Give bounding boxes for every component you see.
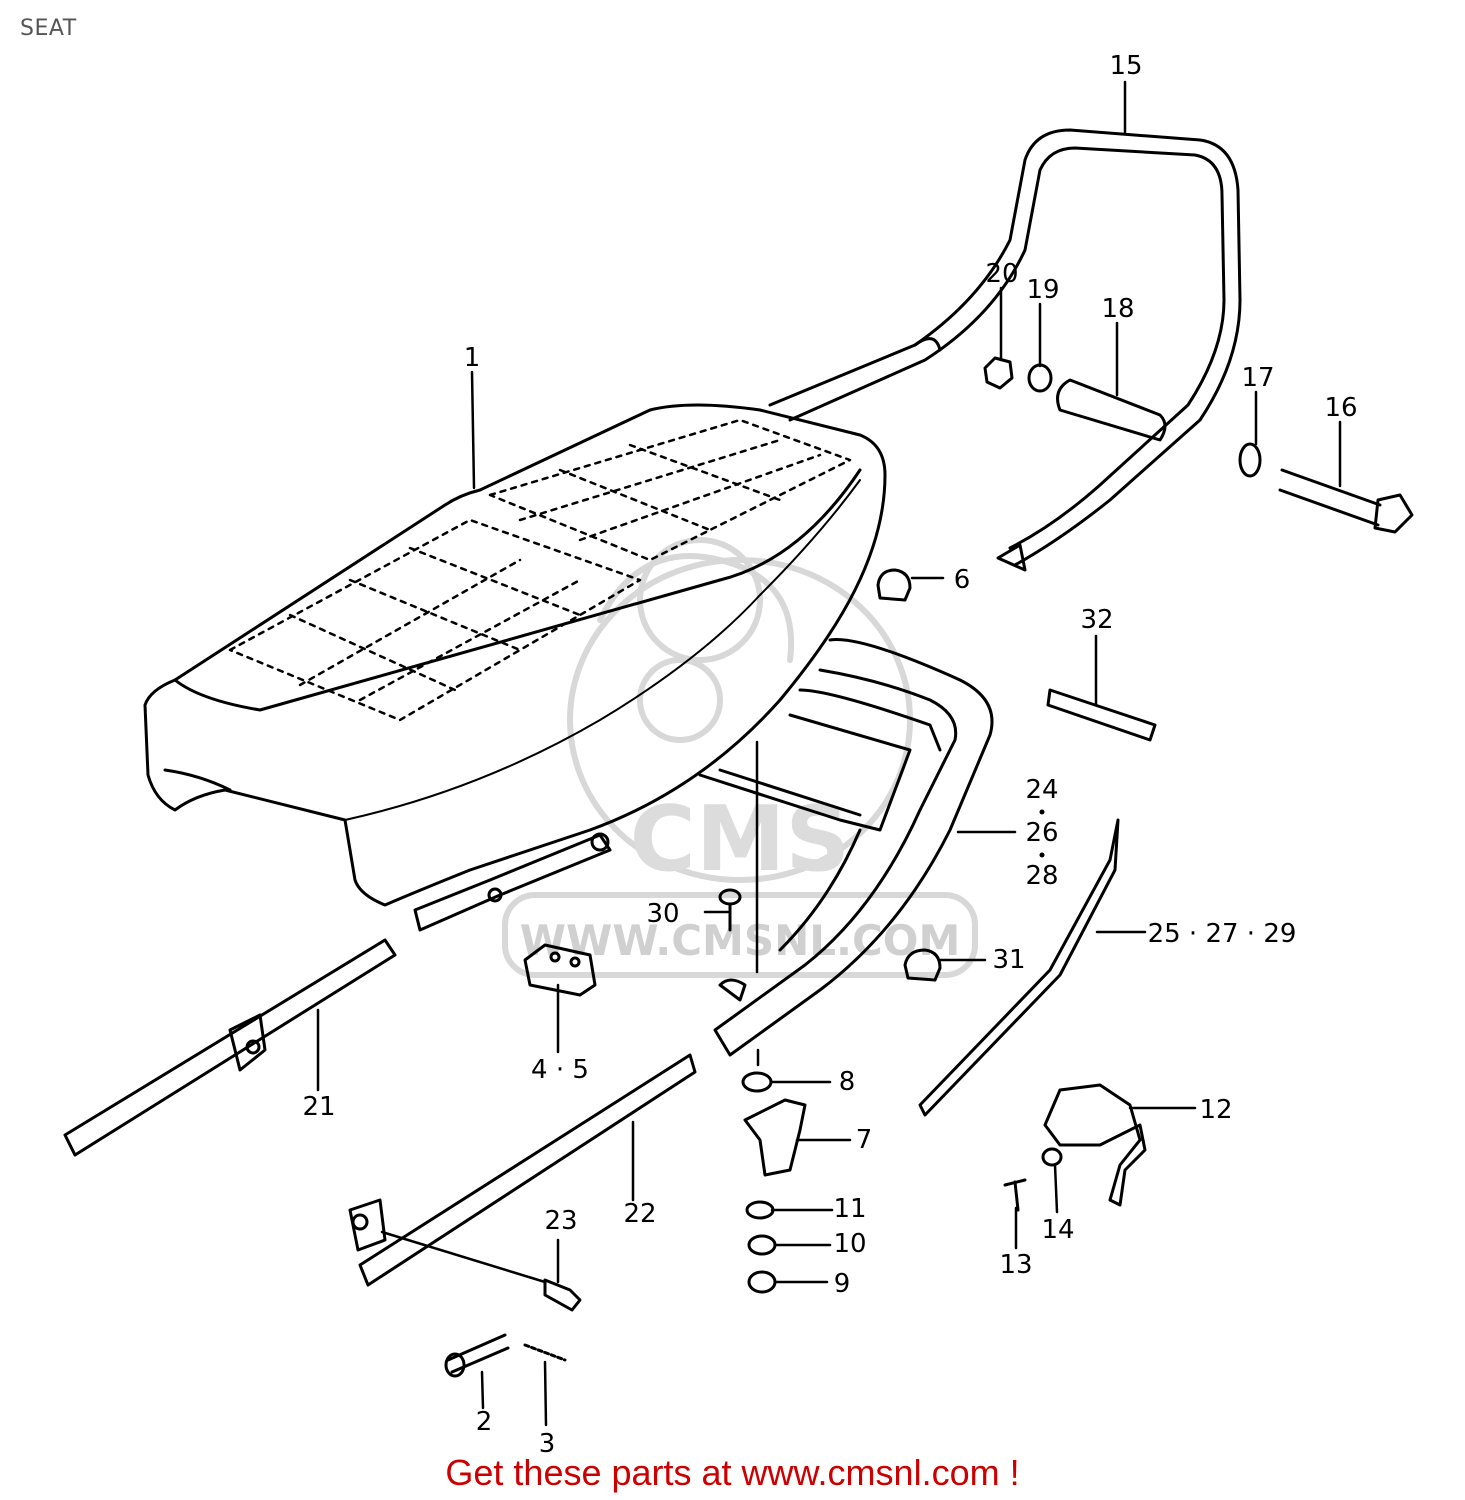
callout-26: 26 bbox=[1025, 818, 1058, 848]
part-seat-hinge-bracket bbox=[413, 832, 612, 932]
part-7-lock-plate bbox=[743, 1098, 807, 1177]
part-16-bolt bbox=[1278, 468, 1414, 534]
callout-22: 22 bbox=[623, 1199, 656, 1229]
part-21-rail bbox=[63, 938, 397, 1157]
part-4-5-clamp bbox=[523, 943, 597, 997]
part-14-washer bbox=[1041, 1147, 1063, 1167]
callout-21: 21 bbox=[302, 1092, 335, 1122]
watermark-url: WWW.CMSNL.COM bbox=[520, 916, 961, 965]
part-18-spacer bbox=[1056, 378, 1167, 442]
callout-30: 30 bbox=[646, 899, 679, 929]
part-22-rail bbox=[348, 1053, 697, 1287]
part-25-27-29-trim bbox=[918, 818, 1120, 1117]
part-32-emblem bbox=[1046, 688, 1157, 742]
callout-31: 31 bbox=[992, 945, 1025, 975]
watermark-logo: CMS bbox=[630, 787, 850, 892]
callout-8: 8 bbox=[839, 1067, 856, 1097]
callout-9: 9 bbox=[834, 1269, 851, 1299]
callout-23: 23 bbox=[544, 1206, 577, 1236]
part-10-washer bbox=[747, 1234, 777, 1256]
callout-7: 7 bbox=[856, 1125, 873, 1155]
watermark bbox=[502, 537, 978, 978]
callout-11: 11 bbox=[833, 1194, 866, 1224]
callout-13: 13 bbox=[999, 1250, 1032, 1280]
footer-link[interactable]: Get these parts at www.cmsnl.com ! bbox=[445, 1452, 1020, 1493]
part-31-cushion bbox=[903, 948, 942, 982]
part-17-washer bbox=[1238, 442, 1262, 478]
callout-19: 19 bbox=[1026, 275, 1059, 305]
part-20-nut bbox=[983, 356, 1014, 390]
callout-25-27-29: 25 · 27 · 29 bbox=[1148, 919, 1297, 949]
part-6-cushion bbox=[876, 568, 912, 602]
callout-20: 20 bbox=[985, 259, 1018, 289]
callout-16: 16 bbox=[1324, 393, 1357, 423]
callout-14: 14 bbox=[1041, 1215, 1074, 1245]
callout-24: 24 bbox=[1025, 775, 1058, 805]
part-seat bbox=[143, 403, 887, 907]
callout-18: 18 bbox=[1101, 294, 1134, 324]
part-tail-cowl bbox=[698, 638, 994, 1057]
callout-32: 32 bbox=[1080, 605, 1113, 635]
part-11-washer bbox=[745, 1200, 775, 1220]
part-9-nut bbox=[747, 1270, 777, 1294]
part-8-washer bbox=[741, 1071, 773, 1093]
callout-12: 12 bbox=[1199, 1095, 1232, 1125]
callout-28: 28 bbox=[1025, 861, 1058, 891]
callout-17: 17 bbox=[1241, 363, 1274, 393]
part-12-lock bbox=[1043, 1083, 1147, 1207]
part-23-bolt bbox=[543, 1278, 582, 1312]
page-title: SEAT bbox=[20, 16, 77, 41]
callout-15: 15 bbox=[1109, 51, 1142, 81]
callout-6: 6 bbox=[954, 565, 971, 595]
callout-3: 3 bbox=[539, 1429, 556, 1459]
part-2-pin bbox=[444, 1333, 510, 1378]
part-grab-rail bbox=[768, 128, 1242, 572]
callout-1: 1 bbox=[464, 343, 481, 373]
callout-2: 2 bbox=[476, 1407, 493, 1437]
part-3-spring bbox=[523, 1343, 567, 1362]
leader-lines bbox=[316, 80, 1342, 1427]
callout-4-5: 4 · 5 bbox=[531, 1055, 589, 1085]
part-19-washer bbox=[1027, 363, 1053, 393]
callout-10: 10 bbox=[833, 1229, 866, 1259]
part-13-screw bbox=[1003, 1178, 1027, 1212]
part-30-screw bbox=[718, 888, 742, 932]
